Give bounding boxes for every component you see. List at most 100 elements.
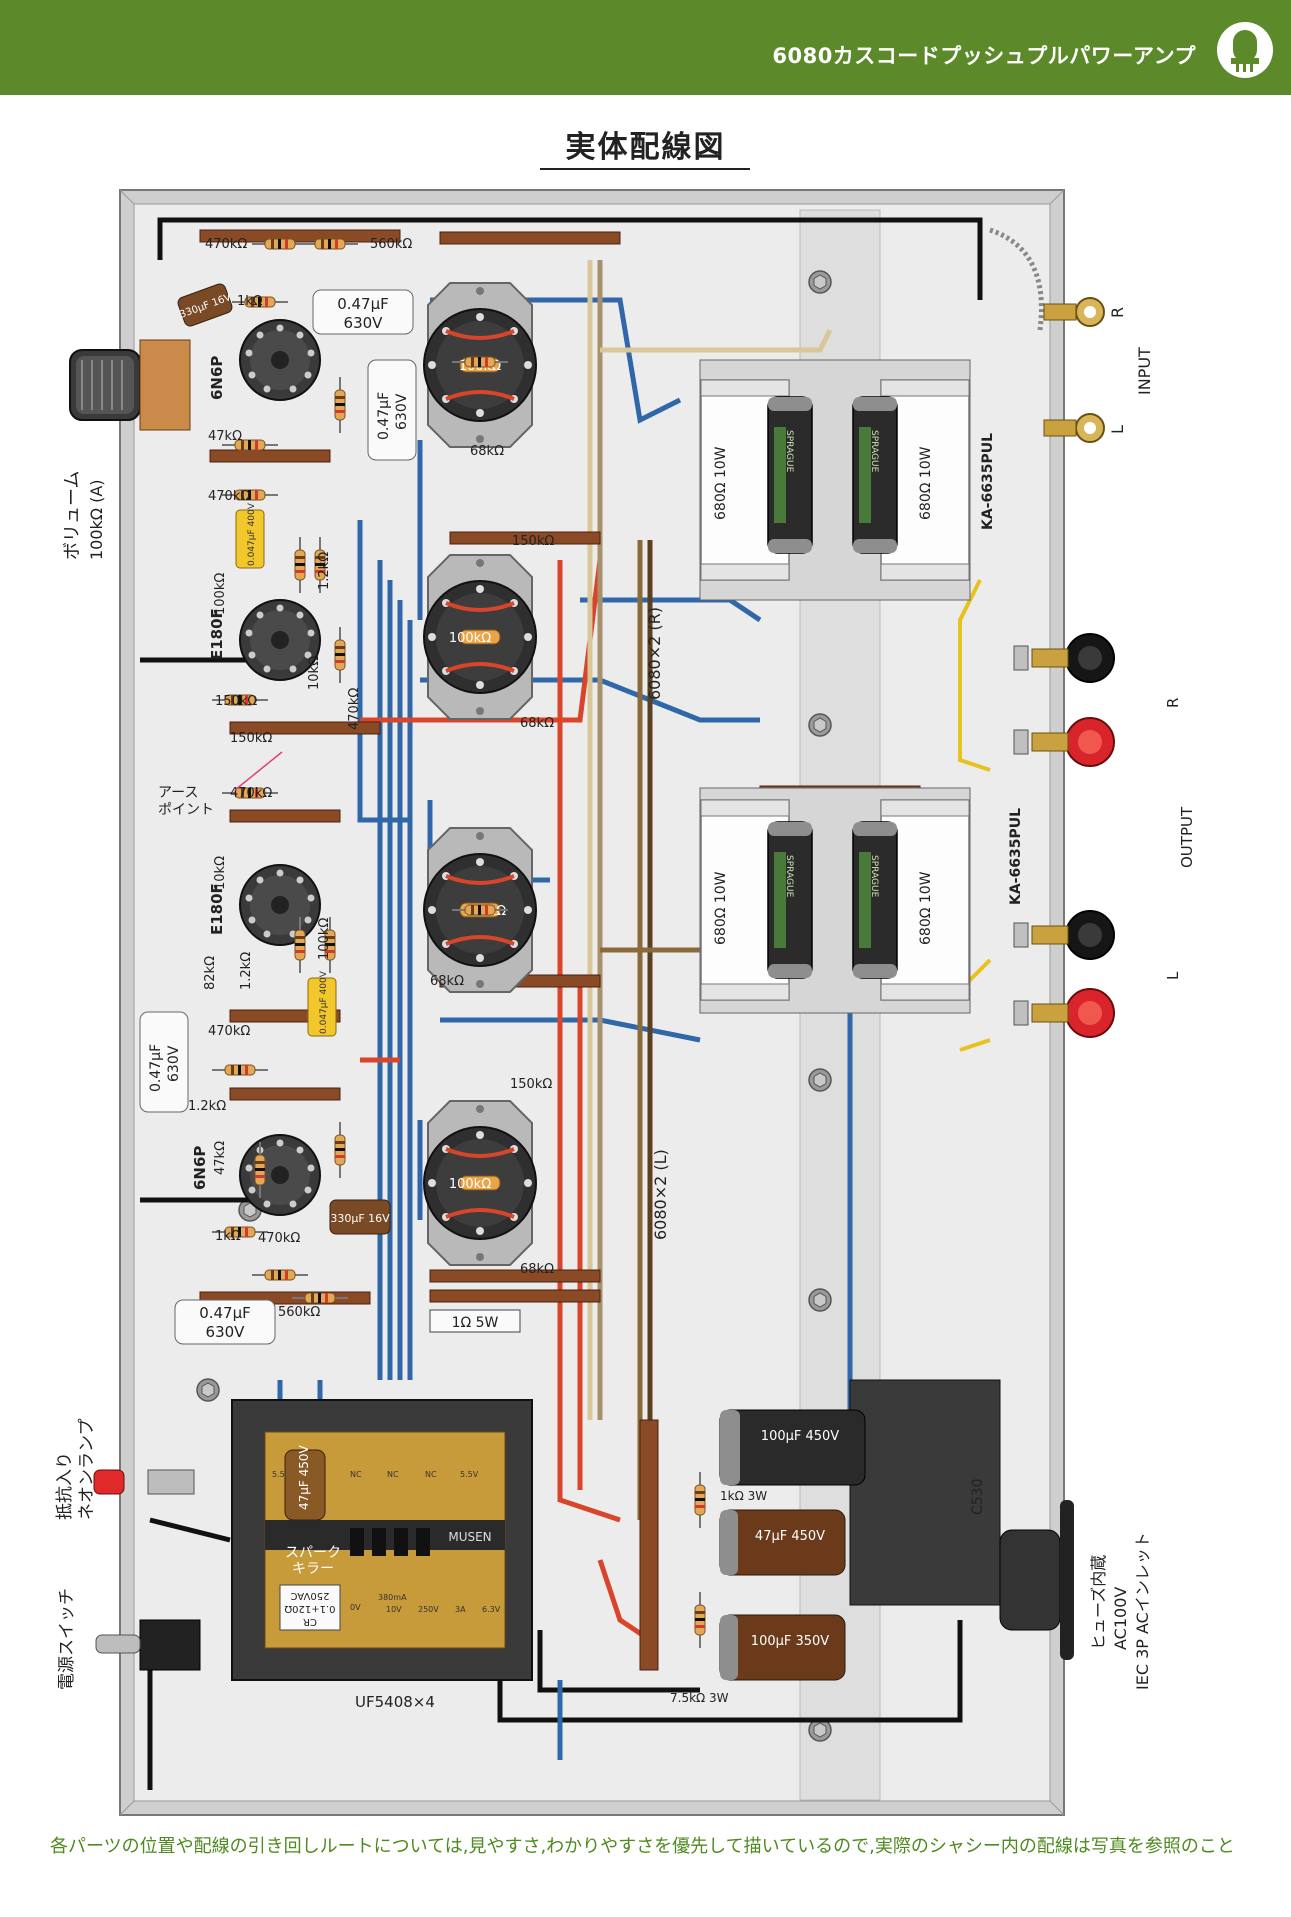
- cr-label-3: 250VAC: [291, 1590, 330, 1601]
- cap-47uf-pt-label: 47μF 450V: [297, 1444, 311, 1510]
- neon-lamp-label-1: 抵抗入り: [55, 1452, 75, 1520]
- r-150k-label-1: 150kΩ: [215, 694, 257, 709]
- r-100k-label-1: 100kΩ: [213, 573, 228, 615]
- psu-cap-100uf-450v: 100μF 450V: [719, 1409, 866, 1486]
- film-cap-l-label: 0.047μF 400V: [319, 970, 329, 1034]
- psu-cap-100uf-350v: 100μF 350V: [719, 1614, 846, 1681]
- r-1.2k-label-3: 1.2kΩ: [188, 1099, 226, 1114]
- power-switch-label: 電源スイッチ: [57, 1588, 77, 1690]
- ka-6635pul-r-label: KA-6635PUL: [980, 433, 996, 530]
- r-47k-label-1: 47kΩ: [208, 429, 242, 444]
- pt-250v-label: 250V: [418, 1605, 439, 1614]
- sprague-label-2: SPRAGUE: [869, 430, 879, 473]
- r-10k-label-1: 10kΩ: [307, 656, 322, 690]
- inlet-label-2: AC100V: [1111, 1587, 1130, 1650]
- r-470k-label-3: 470kΩ: [347, 688, 362, 730]
- power-switch[interactable]: [95, 1619, 201, 1671]
- coupling-cap-1-voltage: 630V: [344, 314, 384, 332]
- r-470k-label-4: 470kΩ: [230, 786, 272, 801]
- psu-cap-47uf-450v: 47μF 450V: [719, 1509, 846, 1576]
- header-title: 6080カスコードプッシュプルパワーアンプ: [772, 44, 1196, 68]
- r-150k-label-2: 150kΩ: [512, 534, 554, 549]
- r-82k-label: 82kΩ: [203, 956, 218, 990]
- volume-knob[interactable]: [69, 339, 191, 431]
- r-68k-label-1: 68kΩ: [470, 444, 504, 459]
- resistor-1ohm-5w-label: 1Ω 5W: [452, 1315, 499, 1331]
- c530-label: C530: [970, 1479, 986, 1516]
- pt-nc1-label: NC: [350, 1470, 362, 1479]
- pt-63v-label: 6.3V: [482, 1605, 501, 1614]
- r-1.2k-label-1: 1.2kΩ: [317, 552, 332, 590]
- r-1.2k-label-2: 1.2kΩ: [239, 952, 254, 990]
- tube-6n6p-r-label: 6N6P: [208, 356, 226, 400]
- coupling-cap-1-value: 0.47μF: [337, 295, 389, 313]
- inlet-label-1: ヒューズ内蔵: [1089, 1555, 1108, 1650]
- pt-nc2-label: NC: [387, 1470, 399, 1479]
- earth-point: アース ポイント: [158, 751, 283, 818]
- cr-label-1: CR: [303, 1616, 317, 1627]
- r-150k-label-4: 150kΩ: [230, 731, 272, 746]
- red-wires: [360, 559, 652, 1643]
- r-68k-label-4: 68kΩ: [520, 1262, 554, 1277]
- cr-label-2: 0.1+120Ω: [284, 1603, 335, 1614]
- tube-6n6p-r: [239, 319, 321, 401]
- r-100k-label-2: 100kΩ: [317, 918, 332, 960]
- volume-value-label: 100kΩ (A): [87, 479, 106, 560]
- pt-5a-label: 5.5A: [272, 1470, 291, 1479]
- neon-lamp-label-2: ネオンランプ: [77, 1419, 97, 1521]
- r-10k-label-2: 10kΩ: [213, 856, 228, 890]
- header-bar: 6080カスコードプッシュプルパワーアンプ: [0, 0, 1291, 95]
- coupling-cap-3-value: 0.47μF: [148, 1044, 164, 1092]
- r-68k-label-3: 68kΩ: [430, 974, 464, 989]
- tube-6n6p-l-label: 6N6P: [191, 1146, 209, 1190]
- r-680-b-label: 680Ω 10W: [918, 446, 934, 520]
- tube-e180f-l-label: E180F: [208, 883, 226, 935]
- input-r-label: R: [1108, 307, 1127, 318]
- earth-point-label-2: ポイント: [158, 802, 214, 818]
- pt-55v-label: 5.5V: [460, 1470, 479, 1479]
- coupling-cap-3-voltage: 630V: [166, 1045, 182, 1082]
- pot-label-2: 100kΩ: [449, 631, 491, 646]
- shielded-input-wire: [989, 227, 1044, 331]
- r-68k-label-2: 68kΩ: [520, 716, 554, 731]
- page-title: 実体配線図: [565, 130, 726, 165]
- sprague-label-3: SPRAGUE: [784, 855, 794, 898]
- neon-lamp: [93, 1469, 195, 1495]
- cap-330uf-l: 330μF 16V: [329, 1199, 391, 1235]
- r-1k-label-1: 1kΩ: [237, 294, 263, 309]
- r-1k-3w-label: 1kΩ 3W: [720, 1489, 767, 1503]
- r-47k-label-2: 47kΩ: [213, 1141, 228, 1175]
- earth-point-label-1: アース: [158, 785, 198, 801]
- coupling-cap-3: 0.47μF 630V: [139, 1011, 189, 1113]
- psu-cap-100uf-450v-label: 100μF 450V: [761, 1429, 840, 1444]
- pt-nc3-label: NC: [425, 1470, 437, 1479]
- r-680-d-label: 680Ω 10W: [918, 871, 934, 945]
- r-150k-label-3: 150kΩ: [510, 1077, 552, 1092]
- coupling-cap-4-voltage: 630V: [206, 1323, 246, 1341]
- pt-10v-label: 10V: [386, 1605, 402, 1614]
- spark-killer-label-2: キラー: [292, 1561, 334, 1577]
- ka-6635pul-l-label: KA-6635PUL: [1008, 808, 1024, 905]
- pt-3a-label: 3A: [455, 1605, 466, 1614]
- tube-6n6p-l: [239, 1134, 321, 1216]
- coupling-cap-2: 0.47μF 630V: [367, 359, 417, 461]
- film-cap-r-label: 0.047μF 400V: [247, 502, 257, 566]
- tube-6080-r-label: 6080×2 (R): [645, 607, 664, 700]
- r-560k-label-2: 560kΩ: [278, 1305, 320, 1320]
- ac-inlet[interactable]: [999, 1500, 1074, 1660]
- r-680-c-label: 680Ω 10W: [713, 871, 729, 945]
- r-470k-label-2: 470kΩ: [208, 489, 250, 504]
- r-470k-label-6: 470kΩ: [258, 1231, 300, 1246]
- coupling-cap-4-value: 0.47μF: [199, 1304, 251, 1322]
- psu-cap-47uf-450v-label: 47μF 450V: [755, 1529, 825, 1544]
- output-transformer-r: 680Ω 10W 680Ω 10W SPRAGUE SPRAGUE: [699, 359, 971, 601]
- film-cap-l: 0.047μF 400V: [307, 970, 337, 1037]
- r-560k-label-1: 560kΩ: [370, 237, 412, 252]
- resistor-1ohm-5w: 1Ω 5W: [429, 1309, 521, 1333]
- vacuum-tube-icon: [1217, 22, 1273, 78]
- pt-380ma-label: 380mA: [378, 1593, 407, 1602]
- pot-label-4: 100kΩ: [449, 1177, 491, 1192]
- spark-killer-label-1: スパーク: [285, 1545, 341, 1561]
- cap-330uf-l-label: 330μF 16V: [330, 1212, 390, 1225]
- caption: 各パーツの位置や配線の引き回しルートについては,見やすさ,わかりやすさを優先して…: [50, 1836, 1235, 1857]
